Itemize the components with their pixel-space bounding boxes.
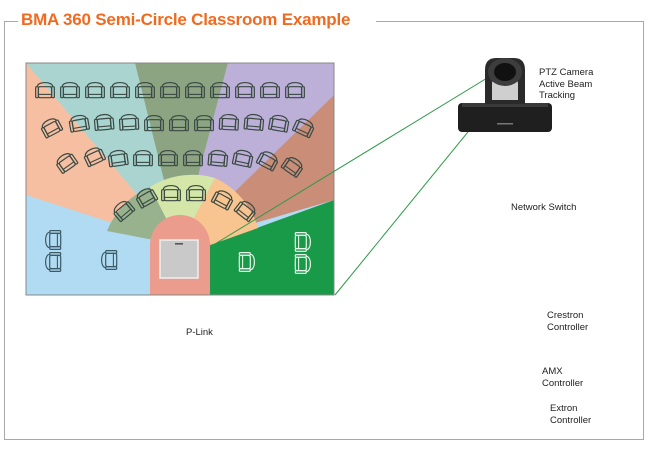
extron-label-line: Controller <box>550 414 592 426</box>
extron-label: Extron Controller <box>550 403 591 426</box>
crestron-label-line: Controller <box>547 321 589 333</box>
ptz-camera-icon <box>458 58 552 132</box>
amx-label: AMX Controller <box>542 366 583 389</box>
frame-border <box>376 21 643 22</box>
ceiling-microphone-icon <box>159 239 199 279</box>
zone-olive <box>135 63 228 245</box>
switch-label: Network Switch <box>511 202 577 213</box>
extron-label-line: Extron <box>550 403 578 414</box>
diagram-title: BMA 360 Semi-Circle Classroom Example <box>21 10 351 29</box>
amx-label-line: Controller <box>542 377 584 389</box>
plink-label: P-Link <box>186 327 213 338</box>
camera-label-line: Active Beam <box>539 78 593 90</box>
amx-label-line: AMX <box>542 366 563 377</box>
camera-label: PTZ Camera Active Beam Tracking <box>539 67 593 102</box>
zone-sky <box>26 195 180 295</box>
crestron-label-line: Crestron <box>547 310 584 321</box>
zone-lime <box>150 174 215 245</box>
frame-border <box>4 21 18 22</box>
camera-label-line: PTZ Camera <box>539 67 594 78</box>
crestron-label: Crestron Controller <box>547 310 588 333</box>
beam-line <box>209 71 498 248</box>
diagram-frame <box>4 21 644 440</box>
camera-label-line: Tracking <box>539 90 576 101</box>
